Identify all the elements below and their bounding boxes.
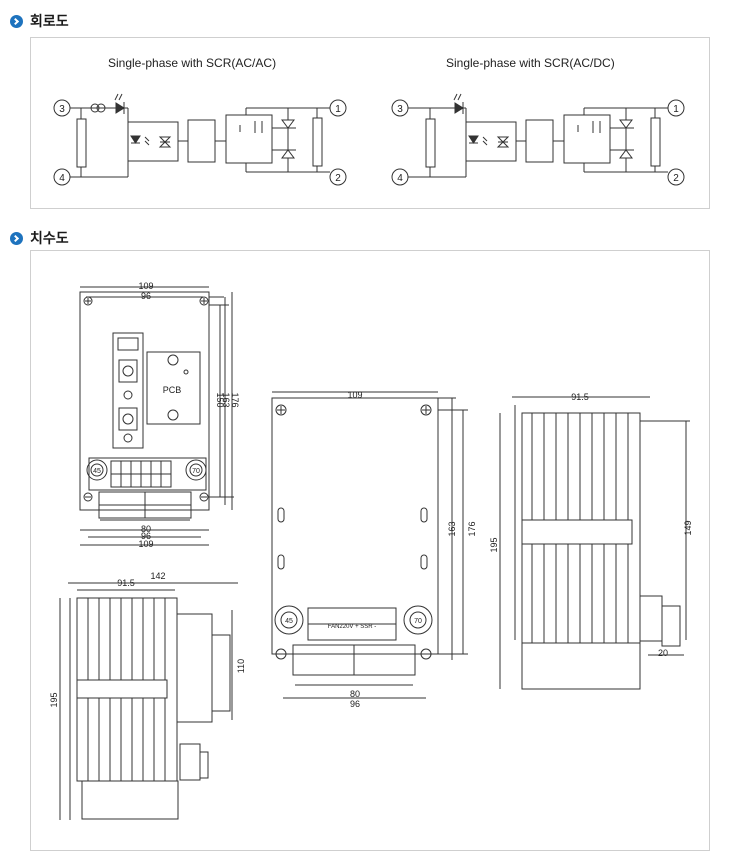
circuit-panel: [30, 37, 710, 209]
front-dim-150: 150: [215, 392, 225, 407]
dimension-section-title: 치수도: [10, 228, 69, 248]
side-dim-91-5: 91.5: [117, 578, 135, 588]
terminal-2-left: [329, 168, 347, 186]
side-dim-195: 195: [49, 692, 59, 707]
front-dim-96-bottom: 96: [141, 531, 151, 541]
side-dim-142: 142: [150, 571, 165, 581]
front-knob-right: 70: [192, 468, 200, 475]
circuit-ac-dc: [408, 93, 668, 178]
right-dim-91-5: 91.5: [571, 392, 589, 402]
side-view-bottom: [59, 582, 238, 820]
middle-knob-left: 45: [285, 618, 293, 625]
chevron-right-icon: [10, 231, 23, 245]
terminal-1-left: [329, 99, 347, 117]
middle-dim-96: 96: [350, 699, 360, 709]
right-dim-149: 149: [683, 520, 693, 535]
front-dim-176: 176: [230, 392, 240, 407]
front-pcb-label: PCB: [163, 385, 182, 395]
middle-terminal-label: FAN220V + SSR -: [328, 624, 377, 630]
terminal-label-4-left: 4: [59, 173, 65, 184]
side-view-right: [499, 396, 690, 690]
circuit-caption-ac-ac: Single-phase with SCR(AC/AC): [108, 56, 277, 70]
front-dim-163: 163: [221, 392, 231, 407]
side-dim-110: 110: [236, 659, 246, 673]
circuit-title-text: 회로도: [30, 13, 69, 29]
terminal-label-1-left: 1: [335, 104, 341, 115]
right-dim-20: 20: [658, 648, 668, 658]
dimension-title-text: 치수도: [30, 230, 69, 246]
middle-view: [271, 391, 468, 699]
terminal-label-4-right: 4: [397, 173, 403, 184]
front-dim-96-top: 96: [141, 291, 151, 301]
circuit-section-title: 회로도: [10, 11, 69, 31]
terminal-1-right: [667, 99, 685, 117]
front-dim-80: 80: [141, 524, 151, 534]
middle-dim-109: 109: [347, 390, 362, 400]
terminal-label-1-right: 1: [673, 104, 679, 115]
middle-knob-right: 70: [414, 618, 422, 625]
front-view: [79, 286, 234, 546]
right-dim-195: 195: [489, 537, 499, 552]
front-knob-left: 45: [93, 468, 101, 475]
circuit-ac-ac: [70, 93, 330, 178]
terminal-2-right: [667, 168, 685, 186]
terminal-label-2-left: 2: [335, 173, 341, 184]
middle-dim-176: 176: [467, 521, 477, 536]
terminal-label-2-right: 2: [673, 173, 679, 184]
terminal-3-left: [53, 99, 71, 117]
terminal-3-right: [391, 99, 409, 117]
front-dim-109-top: 109: [138, 281, 153, 291]
middle-dim-80: 80: [350, 689, 360, 699]
terminal-4-right: [391, 168, 409, 186]
middle-dim-163: 163: [447, 521, 457, 536]
terminal-label-3-left: 3: [59, 104, 65, 115]
chevron-right-icon: [10, 14, 23, 28]
circuit-caption-ac-dc: Single-phase with SCR(AC/DC): [446, 56, 615, 70]
terminal-4-left: [53, 168, 71, 186]
front-dim-109-bottom: 109: [138, 539, 153, 549]
terminal-label-3-right: 3: [397, 104, 403, 115]
